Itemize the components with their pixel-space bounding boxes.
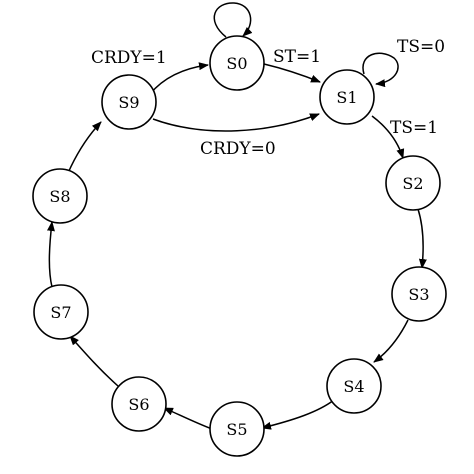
edge-s0-s1 [263, 63, 321, 83]
transition-label-ts0: TS=0 [397, 37, 445, 57]
edge-s8-s9 [67, 121, 102, 174]
state-label: S0 [226, 54, 247, 73]
transition-label-ts1: TS=1 [390, 118, 438, 138]
edge-s7-s8 [46, 221, 55, 288]
state-label: S3 [408, 285, 429, 304]
state-label: S9 [118, 93, 139, 112]
edge-s2-s3 [417, 208, 427, 269]
state-s8: S8 [32, 168, 88, 224]
state-label: S2 [402, 174, 423, 193]
state-s4: S4 [326, 358, 382, 414]
edge-s1-s2 [371, 115, 405, 159]
edge-s0-s0 [213, 2, 253, 38]
state-s5: S5 [209, 401, 265, 457]
state-s3: S3 [391, 266, 447, 322]
state-s1: S1 [319, 69, 375, 125]
state-label: S1 [336, 88, 357, 107]
edge-s4-s5 [261, 399, 335, 430]
state-s2: S2 [385, 155, 441, 211]
edge-s9-s1 [152, 113, 320, 132]
state-label: S7 [50, 303, 71, 322]
state-s7: S7 [33, 284, 89, 340]
edge-s3-s4 [373, 319, 409, 363]
state-label: S8 [49, 187, 70, 206]
transition-label-crdy0: CRDY=0 [200, 139, 276, 159]
state-s0: S0 [209, 35, 265, 91]
state-label: S6 [128, 395, 149, 414]
edge-s6-s7 [69, 335, 119, 387]
edge-s5-s6 [163, 407, 213, 430]
state-label: S4 [343, 377, 364, 396]
state-s9: S9 [101, 74, 157, 130]
edge-s1-s1 [362, 52, 399, 88]
state-s6: S6 [111, 376, 167, 432]
transition-label-crdy1: CRDY=1 [91, 48, 167, 68]
edge-s9-s0 [149, 62, 209, 95]
transition-label-st1: ST=1 [273, 47, 321, 67]
state-label: S5 [226, 420, 247, 439]
